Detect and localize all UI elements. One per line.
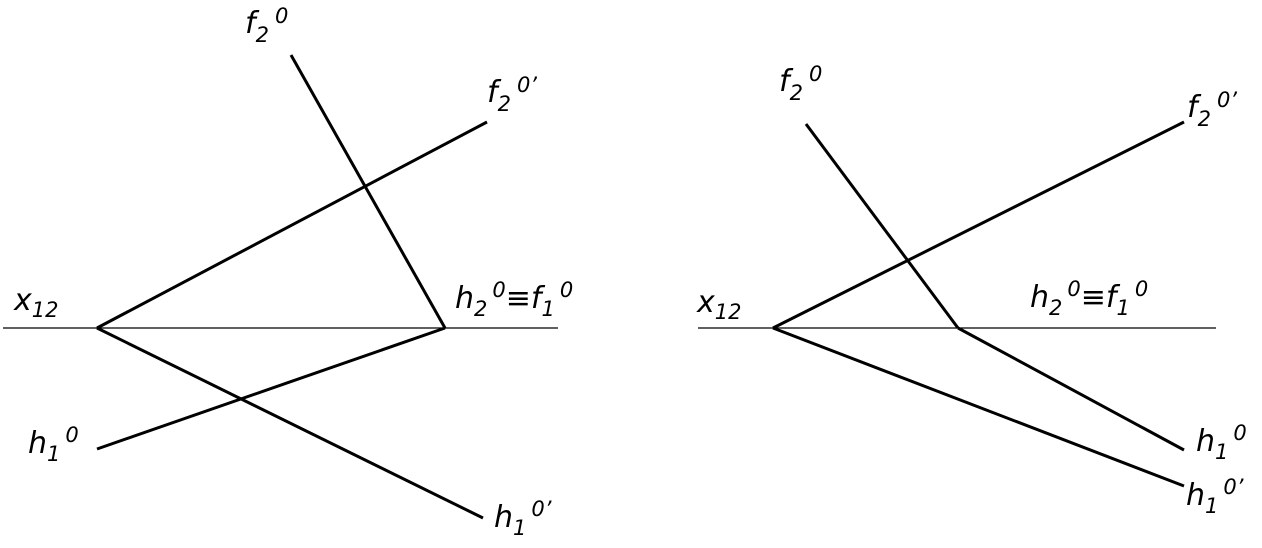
left-h1-0-label: h10: [28, 423, 79, 466]
left-h1-0prime-label: h10’: [494, 497, 552, 540]
left-h2-f1-label: h20≡f10: [455, 278, 573, 321]
left-h1-0-trace: [96, 326, 446, 451]
right-diagram: x12 f20 f20’ h20≡f10 h10 h10’: [696, 62, 1247, 518]
right-f2-0-label: f20: [779, 62, 822, 105]
left-f2-0-trace: [289, 54, 447, 329]
right-h1-0-trace: [957, 326, 1185, 452]
right-h1-0-label: h10: [1196, 421, 1247, 464]
right-f2-0prime-label: f20’: [1187, 88, 1237, 131]
left-f2-0prime-trace: [96, 120, 488, 330]
left-f2-0-label: f20: [245, 4, 288, 47]
left-f2-0prime-label: f20’: [487, 73, 537, 116]
right-h1-0prime-label: h10’: [1186, 475, 1244, 518]
left-diagram: x12 f20 f20’ h20≡f10 h10 h10’: [3, 4, 573, 540]
right-h1-0prime-trace: [772, 326, 1185, 488]
right-f2-0prime-trace: [772, 120, 1185, 330]
left-h1-0prime-trace: [96, 326, 484, 520]
right-x12-label: x12: [696, 285, 742, 324]
right-h2-f1-label: h20≡f10: [1030, 277, 1148, 320]
left-x12-label: x12: [13, 283, 59, 322]
right-f2-0-trace: [804, 123, 960, 329]
